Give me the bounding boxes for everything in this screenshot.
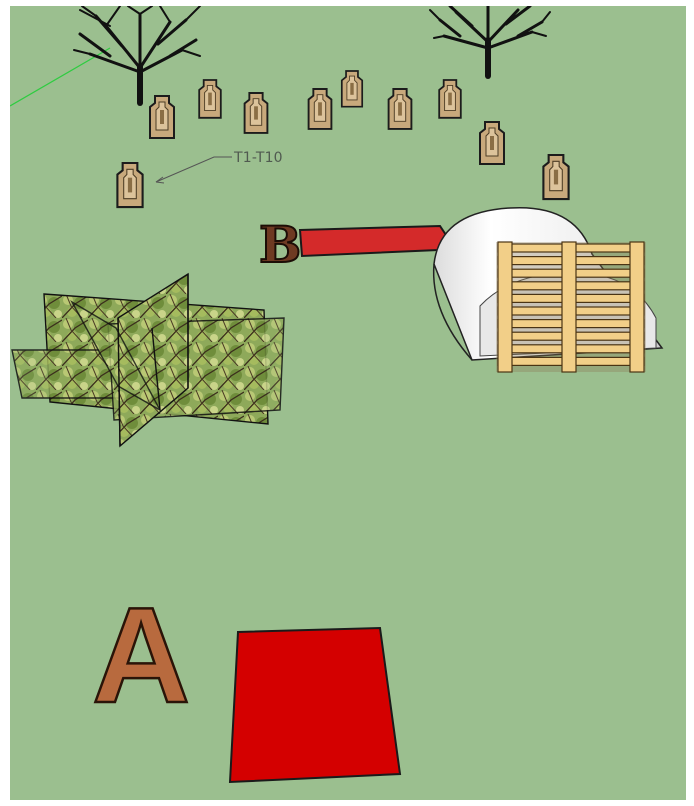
shooting-box-a <box>230 628 400 782</box>
stage-diagram: B A <box>10 6 686 800</box>
pallet-stringer <box>498 242 512 372</box>
pallet-stringer <box>630 242 644 372</box>
shooting-box-b <box>300 226 448 256</box>
wood-pallet <box>496 242 646 372</box>
letter-a: A <box>92 579 190 731</box>
letter-b: B <box>259 215 301 274</box>
pallet-stringer <box>562 242 576 372</box>
target-range-label: T1-T10 <box>234 150 283 166</box>
